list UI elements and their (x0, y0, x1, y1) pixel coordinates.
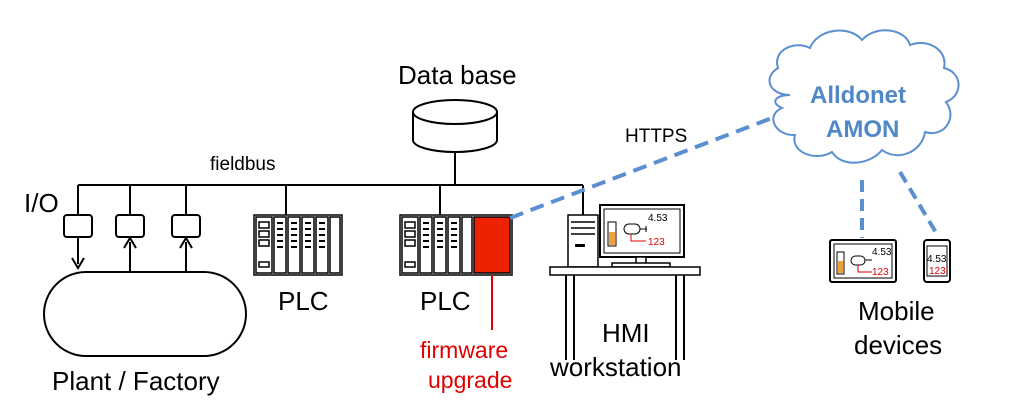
io-module-3 (171, 214, 201, 238)
io-module-2 (115, 214, 145, 238)
phone-screen-value-1: 4.53 (927, 254, 947, 265)
hmi-screen-value-2: 123 (648, 237, 665, 248)
io-module-1 (63, 214, 93, 238)
firmware-label-line1: firmware (420, 337, 508, 363)
fieldbus-label: fieldbus (210, 154, 276, 175)
plc-2-label: PLC (420, 286, 471, 316)
cloud-phone-link (898, 170, 940, 238)
hmi-workstation-icon (549, 204, 701, 360)
hmi-label-line2: workstation (549, 352, 682, 382)
hmi-screen-value-1: 4.53 (648, 213, 668, 224)
mobile-label-line1: Mobile (858, 296, 935, 326)
fieldbus-network (77, 150, 584, 215)
cloud-label-line1: Alldonet (810, 82, 906, 109)
firmware-label-line2: upgrade (428, 367, 512, 393)
phone-screen-value-2: 123 (929, 266, 946, 277)
https-label: HTTPS (625, 126, 687, 147)
plant-label: Plant / Factory (52, 366, 220, 396)
plant-vessel-icon (43, 271, 247, 357)
tablet-screen-value-1: 4.53 (872, 247, 892, 258)
database-label: Data base (398, 60, 517, 90)
plc-1-label: PLC (278, 286, 329, 316)
phone-icon (923, 239, 951, 283)
cloud-icon (768, 29, 960, 164)
https-link-line (509, 116, 773, 220)
hmi-label-line1: HMI (602, 318, 650, 348)
io-label: I/O (24, 188, 59, 218)
database-icon (412, 99, 498, 153)
mobile-label-line2: devices (854, 330, 942, 360)
firmware-module-icon (473, 216, 511, 274)
plc-1-icon (253, 214, 343, 276)
tablet-icon (829, 239, 897, 283)
tablet-screen-value-2: 123 (872, 267, 889, 278)
cloud-label-line2: AMON (826, 116, 899, 143)
io-modules (63, 214, 201, 274)
